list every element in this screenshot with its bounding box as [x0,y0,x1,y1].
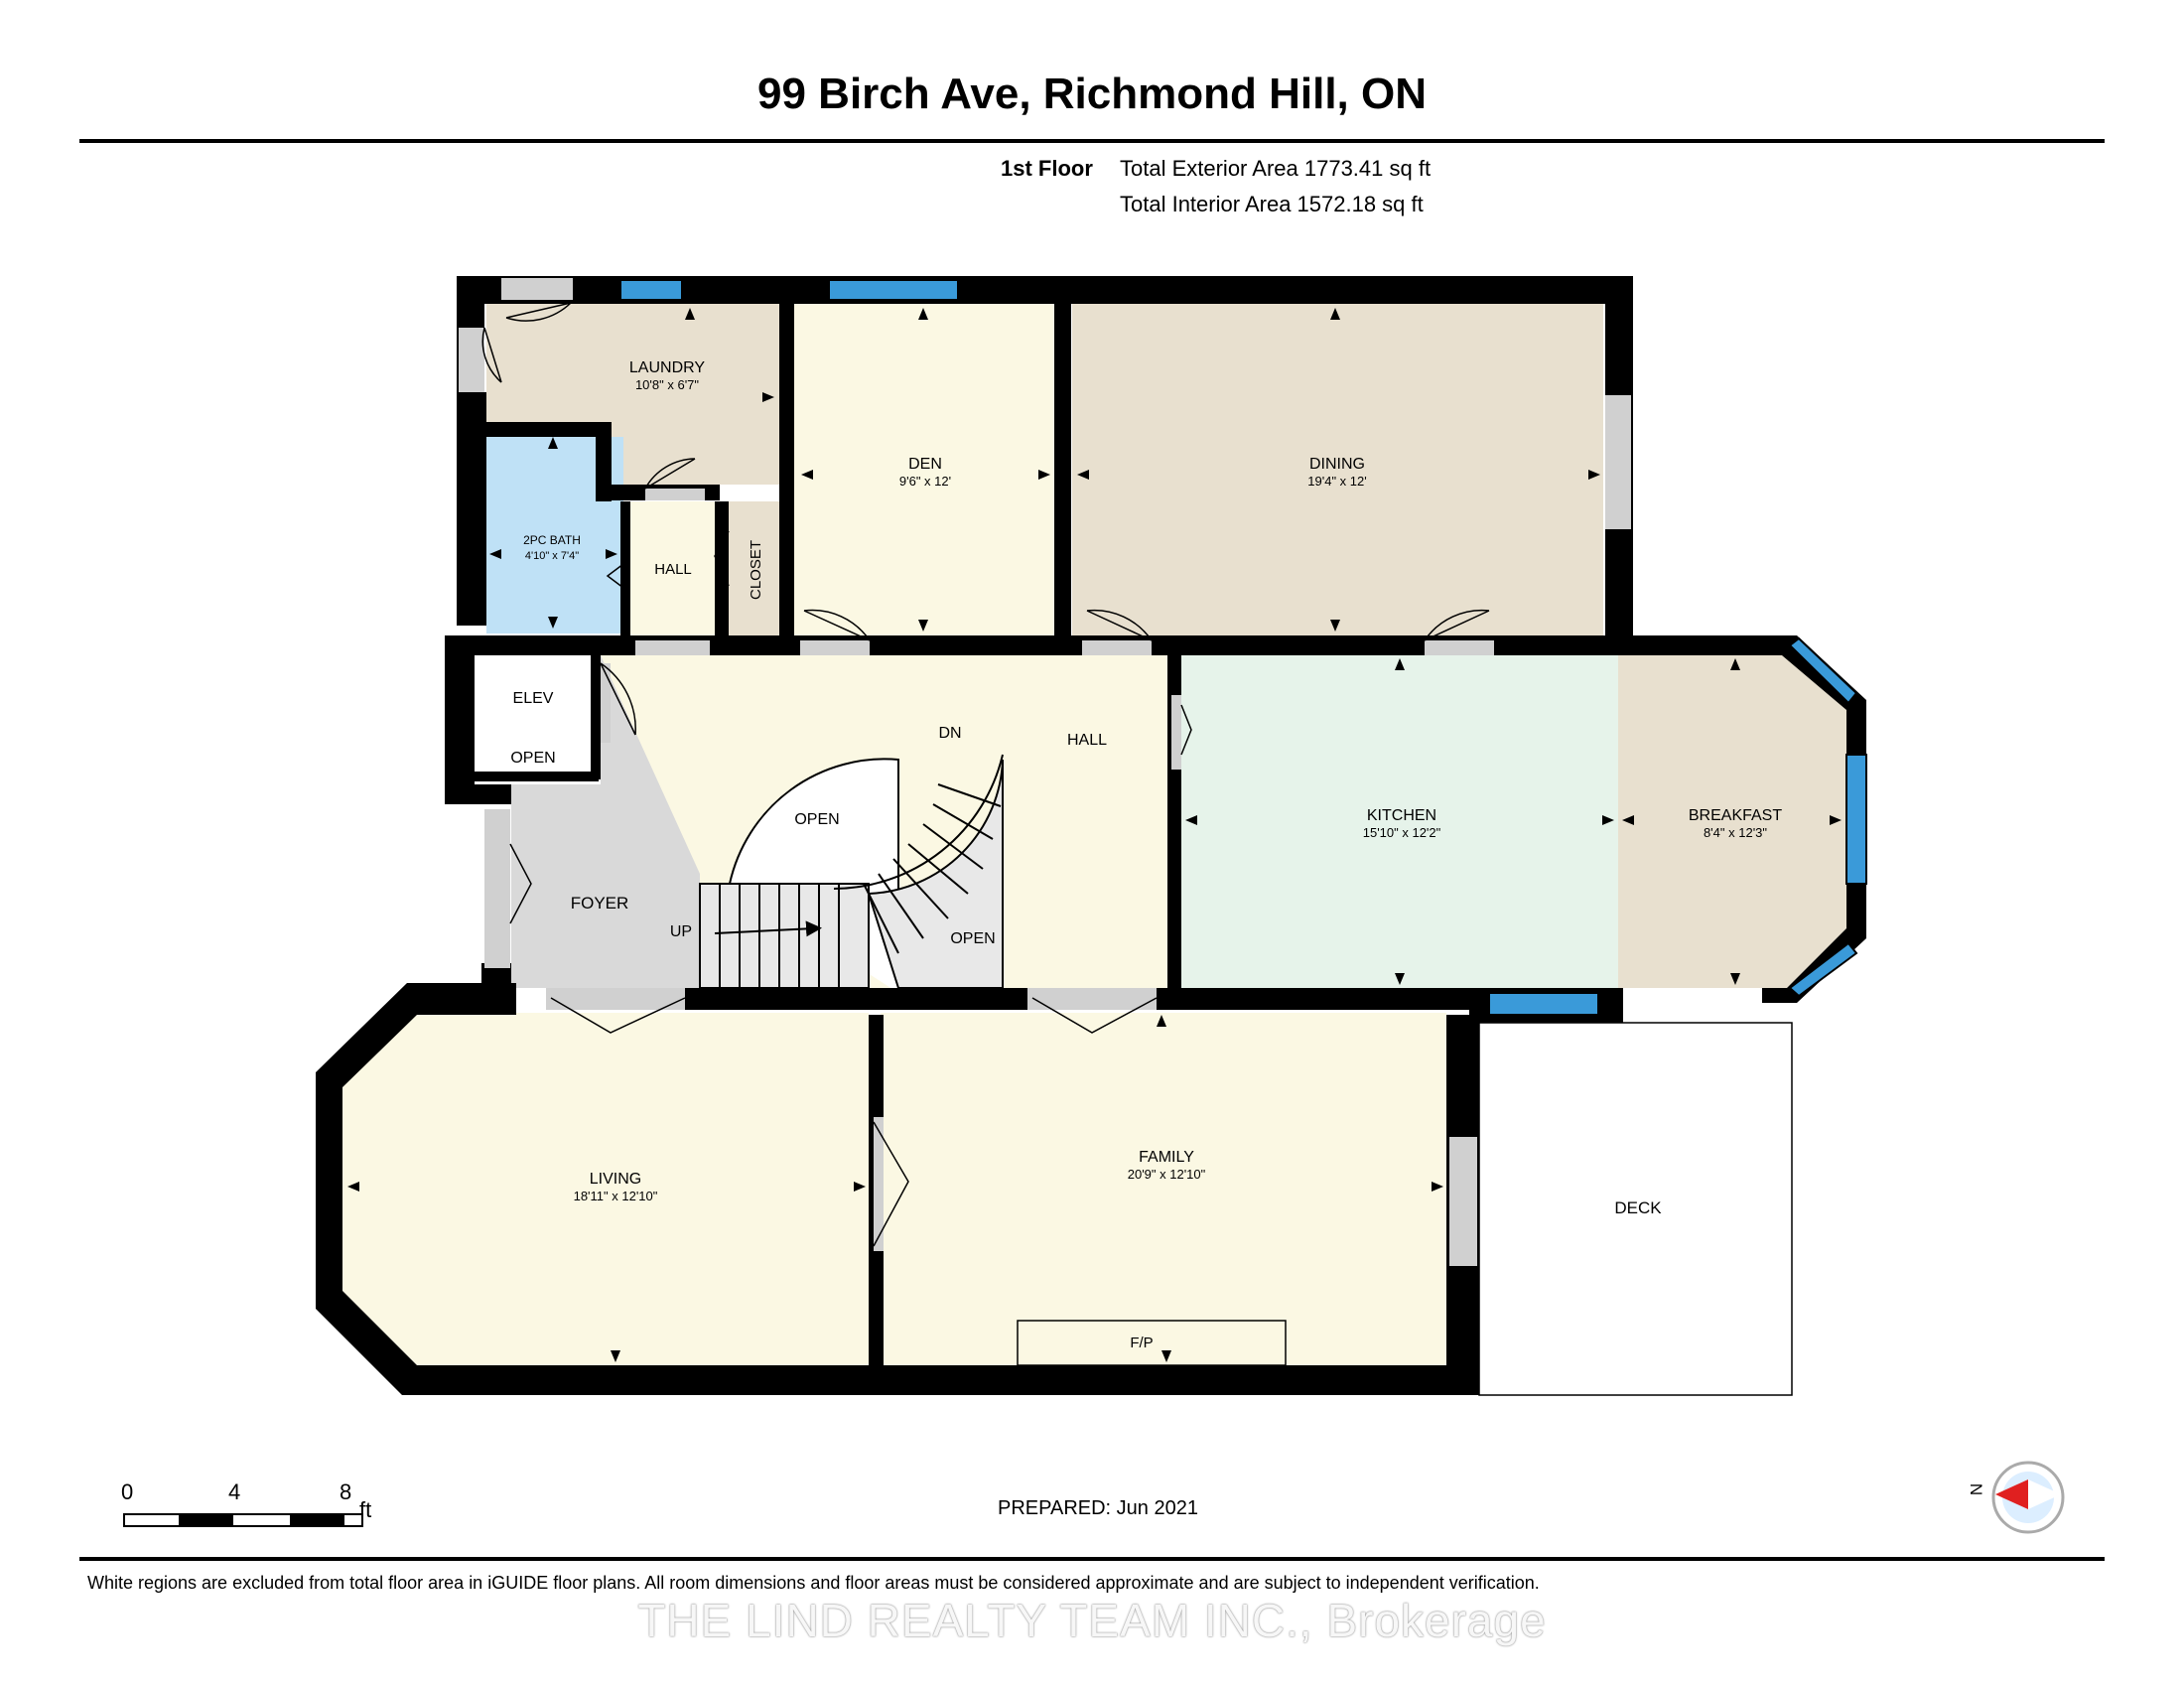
doors [459,278,1757,1266]
prepared-date: PREPARED: Jun 2021 [998,1497,1198,1519]
foyer-label: FOYER [571,894,629,913]
hall-small-label: HALL [654,561,692,578]
watermark: THE LIND REALTY TEAM INC., Brokerage [637,1595,1547,1646]
breakfast-dims: 8'4" x 12'3" [1704,825,1767,840]
dining-dims: 19'4" x 12' [1307,474,1366,489]
family-dims: 20'9" x 12'10" [1128,1167,1206,1182]
page-title: 99 Birch Ave, Richmond Hill, ON [757,70,1427,118]
living-area [342,1013,869,1365]
elev-label: ELEV [513,690,554,707]
breakfast-area [1618,655,1846,988]
deck-label: DECK [1614,1198,1662,1217]
living-dims: 18'11" x 12'10" [574,1189,658,1203]
dimension-markers [347,308,1842,1362]
closet-area [729,501,780,645]
family-label: FAMILY [1139,1149,1194,1166]
fireplace-label: F/P [1130,1335,1153,1351]
disclaimer: White regions are excluded from total fl… [87,1573,1540,1593]
interior-area: Total Interior Area 1572.18 sq ft [1120,192,1424,216]
laundry-area [486,303,779,493]
den-area [794,303,1057,638]
laundry-dims: 10'8" x 6'7" [635,377,699,392]
up-label: UP [670,923,692,940]
bath-label: 2PC BATH [523,533,581,547]
elev-open-label: OPEN [510,750,555,767]
exterior-area: Total Exterior Area 1773.41 sq ft [1120,156,1432,181]
laundry-label: LAUNDRY [629,359,706,376]
windows [619,279,1867,1016]
family-area [881,1013,1446,1365]
header-rule [79,139,2105,143]
breakfast-label: BREAKFAST [1689,807,1782,824]
elev-area [474,655,597,772]
scale-bar [123,1513,363,1527]
dining-label: DINING [1309,456,1365,473]
den-label: DEN [908,456,942,473]
scale-mark-0: 0 [121,1479,134,1504]
deck-outline [1478,1022,1793,1396]
fireplace-outline [1017,1320,1287,1366]
scale-unit: ft [359,1497,372,1522]
closet-label: CLOSET [748,540,764,600]
living-label: LIVING [590,1171,641,1188]
footer-rule [79,1557,2105,1561]
staircase [699,754,1004,993]
kitchen-area [1181,655,1618,988]
hall-small-area [627,501,717,645]
compass-icon: N [1967,1461,2065,1534]
stair-open-lower-label: OPEN [950,930,995,947]
floor-label: 1st Floor [1001,156,1093,181]
foyer-area [511,655,700,988]
bath-dims: 4'10" x 7'4" [525,550,579,562]
main-hall-label: HALL [1067,732,1107,749]
den-dims: 9'6" x 12' [899,474,951,489]
stair-open-upper-label: OPEN [794,811,839,828]
scale-mark-4: 4 [228,1479,241,1504]
scale-mark-8: 8 [340,1479,352,1504]
dining-area [1072,303,1603,638]
dn-label: DN [938,725,961,742]
compass-north-label: N [1967,1483,1985,1495]
kitchen-label: KITCHEN [1367,807,1436,824]
kitchen-dims: 15'10" x 12'2" [1363,825,1441,840]
